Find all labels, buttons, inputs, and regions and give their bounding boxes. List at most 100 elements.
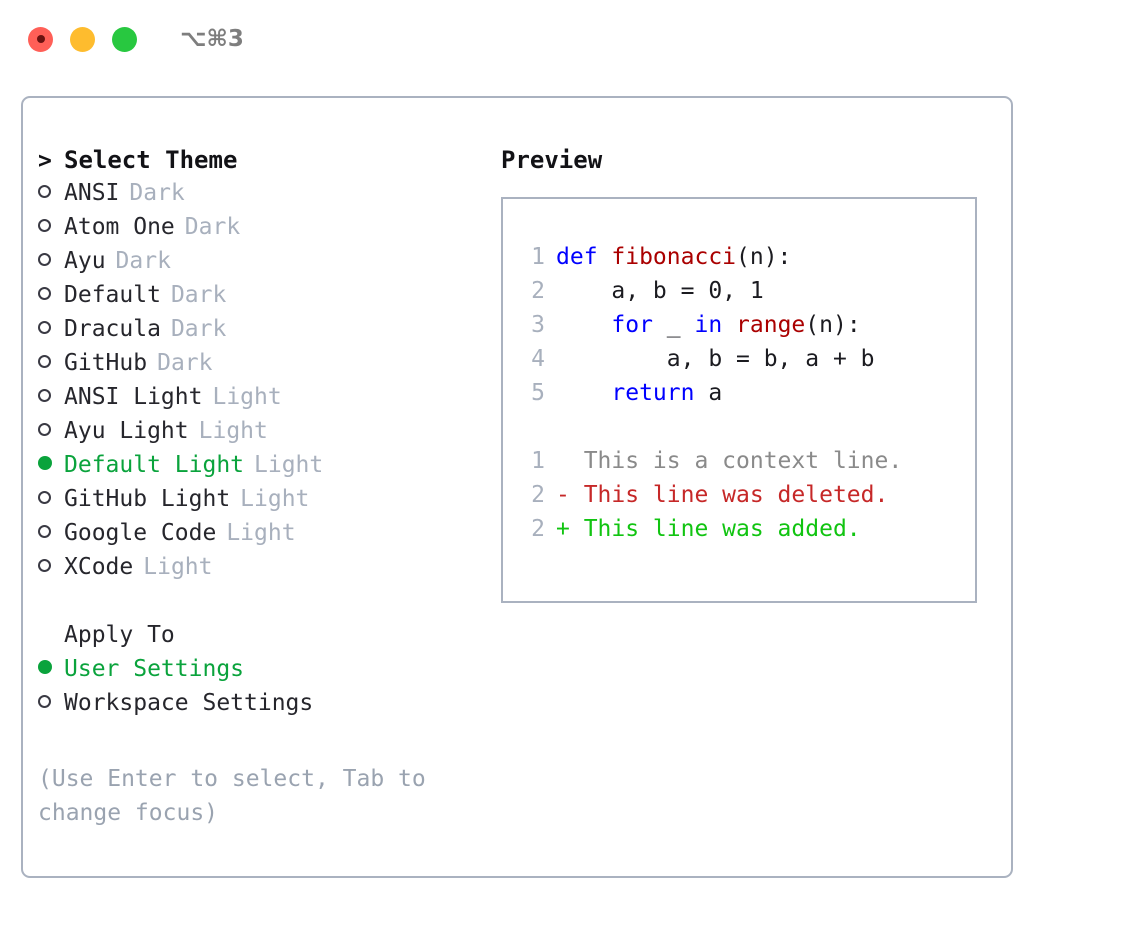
radio-dot — [38, 253, 51, 266]
diff-line-text: This is a context line. — [556, 448, 903, 474]
line-number: 5 — [531, 380, 545, 406]
radio-unselected-icon[interactable] — [38, 284, 64, 307]
diff-line: 2 + This line was added. — [515, 516, 967, 550]
theme-list-item[interactable]: Atom One Dark — [38, 214, 478, 248]
theme-name: Dracula — [64, 316, 161, 342]
radio-selected-icon[interactable] — [38, 658, 64, 681]
theme-variant-tag: Light — [240, 486, 310, 512]
radio-unselected-icon[interactable] — [38, 420, 64, 443]
theme-name: Ayu Light — [64, 418, 189, 444]
apply-to-option-label: Workspace Settings — [64, 690, 314, 716]
keyboard-hint-text: (Use Enter to select, Tab to change focu… — [38, 766, 426, 826]
theme-list-item[interactable]: GitHub Light Light — [38, 486, 478, 520]
radio-unselected-icon[interactable] — [38, 692, 64, 715]
radio-unselected-icon[interactable] — [38, 352, 64, 375]
radio-unselected-icon[interactable] — [38, 556, 64, 579]
theme-variant-tag: Light — [198, 418, 268, 444]
radio-dot — [38, 456, 52, 470]
theme-name: Default — [64, 282, 161, 308]
code-token: def — [556, 244, 612, 270]
close-icon — [36, 35, 45, 43]
theme-list-item[interactable]: XCode Light — [38, 554, 478, 588]
minimize-button[interactable] — [70, 26, 95, 52]
theme-name: XCode — [64, 554, 134, 580]
apply-to-label: Apply To — [64, 622, 175, 648]
select-theme-heading: > Select Theme — [38, 146, 478, 180]
radio-unselected-icon[interactable] — [38, 386, 64, 409]
line-number: 1 — [531, 244, 545, 270]
code-token: range — [736, 312, 806, 338]
close-button[interactable] — [28, 26, 53, 52]
apply-to-option[interactable]: User Settings — [38, 656, 478, 690]
radio-dot — [38, 423, 51, 436]
radio-unselected-icon[interactable] — [38, 318, 64, 341]
line-number: 3 — [531, 312, 545, 338]
line-number: 2 — [531, 278, 545, 304]
theme-variant-tag: Dark — [170, 282, 227, 308]
code-diff-separator — [515, 414, 967, 448]
theme-variant-tag: Light — [143, 554, 213, 580]
radio-unselected-icon[interactable] — [38, 522, 64, 545]
code-line: 5 return a — [515, 380, 967, 414]
theme-variant-tag: Dark — [184, 214, 241, 240]
theme-name: Google Code — [64, 520, 217, 546]
code-token: a, b = 0, 1 — [556, 278, 764, 304]
diff-line-text: - This line was deleted. — [556, 482, 889, 508]
line-number: 4 — [531, 346, 545, 372]
radio-dot — [38, 287, 51, 300]
radio-selected-icon[interactable] — [38, 454, 64, 477]
code-token — [722, 312, 736, 338]
theme-variant-tag: Light — [254, 452, 324, 478]
radio-dot — [38, 321, 51, 334]
theme-list-item[interactable]: Ayu Dark — [38, 248, 478, 282]
radio-unselected-icon[interactable] — [38, 216, 64, 239]
code-token: (n): — [805, 312, 861, 338]
code-token: a — [694, 380, 723, 406]
theme-name: Ayu — [64, 248, 106, 274]
code-line: 4 a, b = b, a + b — [515, 346, 967, 380]
radio-dot — [38, 219, 51, 232]
theme-variant-tag: Dark — [157, 350, 213, 376]
line-number: 2 — [531, 516, 545, 542]
diff-line-text: + This line was added. — [556, 516, 861, 542]
code-token: return — [611, 380, 695, 406]
window-controls — [28, 26, 137, 52]
radio-dot — [38, 660, 52, 674]
title-bar: ⌥⌘3 — [0, 0, 1140, 78]
radio-dot — [38, 185, 51, 198]
maximize-button[interactable] — [112, 26, 137, 52]
diff-line: 1 This is a context line. — [515, 448, 967, 482]
apply-to-option[interactable]: Workspace Settings — [38, 690, 478, 724]
code-token: in — [694, 312, 723, 338]
radio-unselected-icon[interactable] — [38, 488, 64, 511]
theme-name: Atom One — [64, 214, 175, 240]
caret-icon: > — [38, 148, 52, 174]
radio-dot — [38, 525, 51, 538]
radio-unselected-icon[interactable] — [38, 250, 64, 273]
radio-unselected-icon[interactable] — [38, 182, 64, 205]
theme-list-item[interactable]: Default Dark — [38, 282, 478, 316]
theme-name: GitHub Light — [64, 486, 231, 512]
panel-title: Select Theme — [64, 146, 238, 174]
code-line-text: return a — [556, 380, 722, 406]
theme-variant-tag: Dark — [115, 248, 171, 274]
code-token: _ — [652, 312, 695, 338]
code-line: 2 a, b = 0, 1 — [515, 278, 967, 312]
preview-title: Preview — [501, 146, 603, 174]
theme-list-item[interactable]: Ayu Light Light — [38, 418, 478, 452]
apply-to-option-label: User Settings — [64, 656, 245, 682]
diff-line: 2- This line was deleted. — [515, 482, 967, 516]
